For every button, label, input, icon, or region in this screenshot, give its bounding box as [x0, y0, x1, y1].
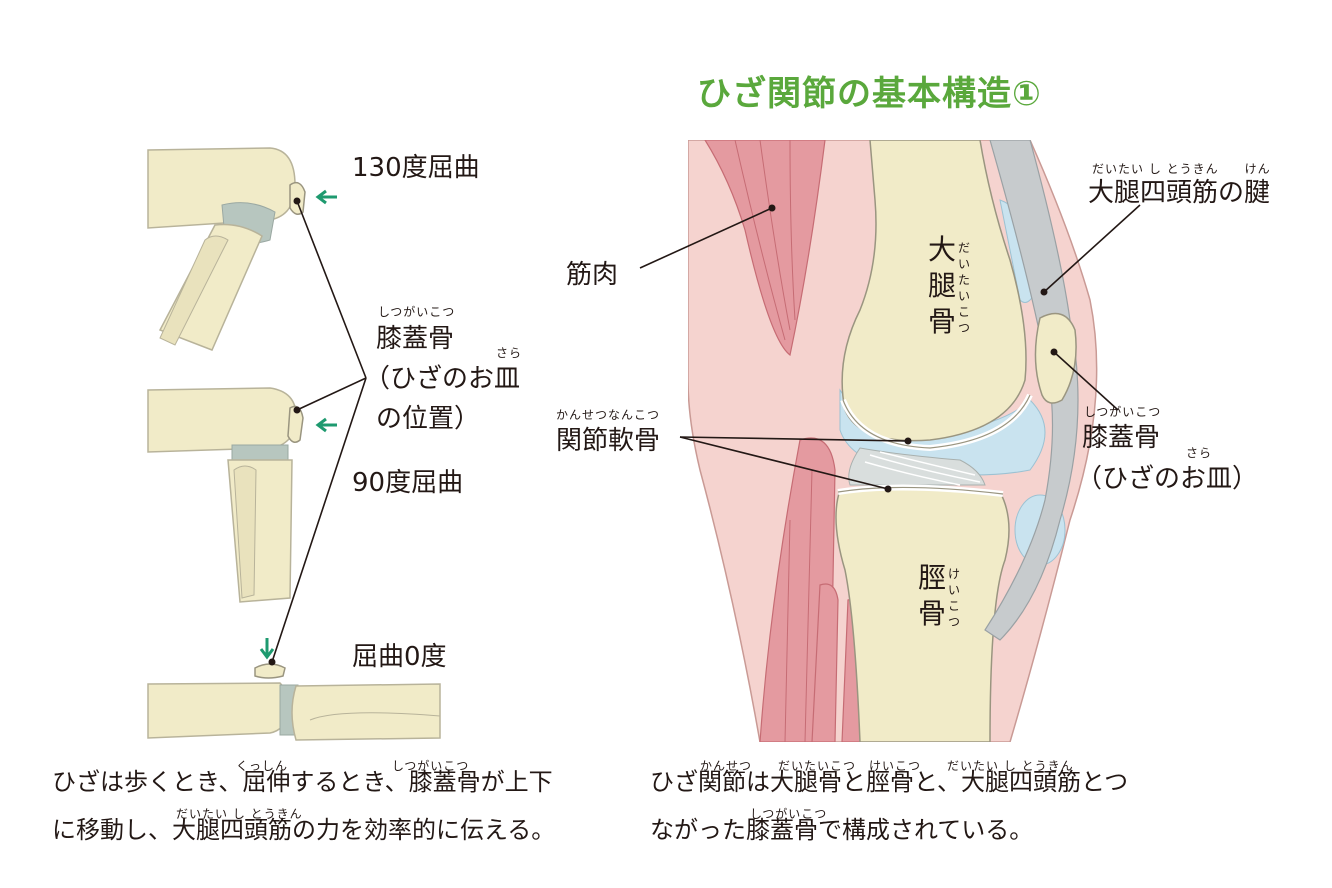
label-0-degree: 屈曲0度 — [352, 642, 447, 672]
caption-left-ruby2: だいたい し とうきん — [176, 807, 303, 821]
tendon-ruby: だいたい し とうきん けん — [1092, 162, 1271, 176]
femur-shape — [841, 140, 1027, 442]
cartilage-ruby: かんせつなんこつ — [556, 408, 661, 422]
arrow-left-icon — [315, 417, 337, 433]
diagram-title: ひざ関節の基本構造① — [697, 74, 1042, 114]
caption-right-line2: ながった膝蓋骨で構成されている。 — [650, 816, 1034, 844]
tendon-label: 大腿四頭筋の腱 — [1088, 178, 1271, 208]
knee-90-degree — [147, 387, 337, 603]
patella-leader-lines — [271, 200, 367, 663]
arrow-left-icon — [315, 189, 337, 205]
muscle-label: 筋肉 — [566, 260, 619, 290]
label-90-degree: 90度屈曲 — [352, 468, 464, 498]
caption-right-ruby2: しつがいこつ — [750, 807, 828, 821]
femur-ruby: だいたいこつ — [958, 241, 972, 335]
caption-left-line1: ひざは歩くとき、屈伸するとき、膝蓋骨が上下 — [52, 768, 553, 796]
tibia-label: 脛骨 — [918, 561, 947, 630]
patella-label-line2: （ひざのお皿 — [364, 364, 521, 394]
patella-90 — [287, 405, 304, 443]
knee-130-degree — [147, 147, 337, 351]
arrow-down-icon — [259, 638, 275, 660]
structure-leader-lines — [639, 204, 1141, 490]
patella-0 — [254, 663, 286, 679]
caption-left-line2: に移動し、大腿四頭筋の力を効率的に伝える。 — [52, 816, 556, 844]
tibia-ruby: けいこつ — [948, 567, 962, 629]
caption-right-ruby1: かんせつ だいたいこつ けいこつ だいたい し とうきん — [700, 759, 1074, 773]
patella-label-ruby: しつがいこつ — [378, 305, 456, 319]
caption-right-line1: ひざ関節は大腿骨と脛骨と、大腿四頭筋とつ — [650, 768, 1129, 796]
patella-right-label: 膝蓋骨 — [1082, 423, 1161, 453]
patella-right-sub: （ひざのお皿） — [1076, 464, 1259, 494]
femur-label: 大腿骨 — [928, 233, 957, 338]
patella-label-ruby2: さら — [496, 346, 523, 360]
patella-right-ruby2: さら — [1186, 446, 1213, 460]
label-130-degree: 130度屈曲 — [352, 153, 480, 183]
patella-right-ruby: しつがいこつ — [1084, 405, 1162, 419]
cartilage-label: 関節軟骨 — [556, 426, 661, 456]
patella-label-line3: の位置） — [376, 404, 481, 434]
caption-left-ruby1: くっしん しつがいこつ — [236, 759, 470, 773]
patella-shape — [1034, 312, 1077, 404]
patella-label: 膝蓋骨 — [376, 324, 455, 354]
knee-0-degree — [147, 638, 441, 741]
